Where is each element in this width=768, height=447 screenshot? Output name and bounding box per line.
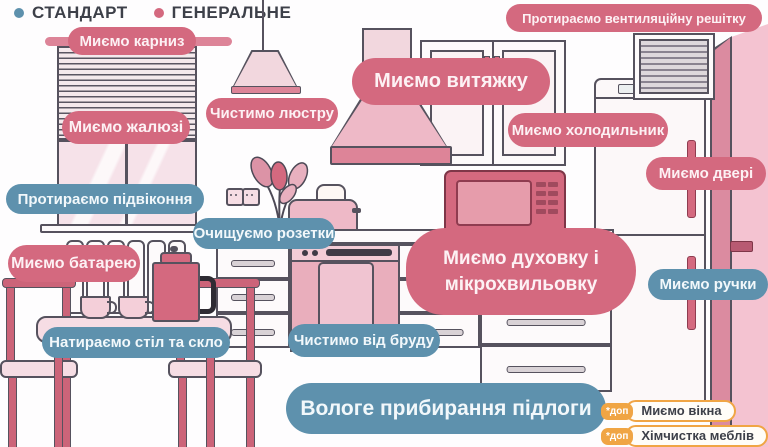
label-vent-grille: Протираємо вентиляційну решітку: [506, 4, 762, 32]
standard-dot-icon: [14, 8, 24, 18]
lamp-cord: [262, 0, 264, 52]
ventilation-grille: [633, 33, 715, 100]
general-dot-icon: [153, 8, 164, 18]
pendant-lamp: [231, 50, 299, 90]
label-sockets: Очищуємо розетки: [193, 218, 335, 249]
chair-left: [6, 282, 15, 362]
addon-services: *доп Миємо вікна *доп Хімчистка меблів: [600, 400, 768, 447]
addon-badge: *доп: [600, 402, 634, 420]
label-blinds: Миємо жалюзі: [62, 111, 190, 144]
addon-windows: *доп Миємо вікна: [600, 400, 768, 422]
legend-item-standard: СТАНДАРТ: [14, 3, 128, 23]
addon-label: Хімчистка меблів: [625, 425, 768, 447]
label-oven-microwave: Миємо духовку і мікрохвильовку: [406, 228, 636, 315]
french-press: [152, 262, 200, 322]
power-socket: [242, 188, 260, 206]
addon-furniture: *доп Хімчистка меблів: [600, 425, 768, 447]
legend-standard-label: СТАНДАРТ: [32, 3, 128, 22]
windowsill: [40, 224, 212, 233]
door-edge: [710, 36, 732, 447]
legend-general-label: ГЕНЕРАЛЬНЕ: [171, 3, 292, 22]
legend-item-general: ГЕНЕРАЛЬНЕ: [153, 3, 292, 23]
french-press-handle: [196, 276, 216, 314]
label-door: Миємо двері: [646, 157, 766, 190]
door-handle: [730, 241, 753, 252]
legend: СТАНДАРТ ГЕНЕРАЛЬНЕ: [14, 3, 291, 23]
label-dirt: Чистимо від бруду: [288, 324, 440, 357]
door: [732, 24, 768, 447]
microwave: [444, 170, 566, 236]
cup: [80, 296, 117, 319]
stove-burner: [326, 249, 392, 256]
label-curtain-rod: Миємо карниз: [68, 27, 196, 55]
addon-label: Миємо вікна: [625, 400, 736, 422]
label-floor: Вологе прибирання підлоги: [286, 383, 606, 434]
label-windowsill: Протираємо підвіконня: [6, 184, 204, 214]
label-radiator: Миємо батарею: [8, 245, 140, 282]
label-handles: Миємо ручки: [648, 269, 768, 300]
window-mullion: [125, 142, 128, 224]
label-table: Натираємо стіл та скло: [42, 327, 230, 358]
label-chandelier: Чистимо люстру: [206, 98, 338, 129]
plant: [250, 156, 309, 231]
label-fridge: Миємо холодильник: [508, 113, 668, 147]
addon-badge: *доп: [600, 427, 634, 445]
label-hood: Миємо витяжку: [352, 58, 550, 105]
cup: [118, 296, 155, 319]
